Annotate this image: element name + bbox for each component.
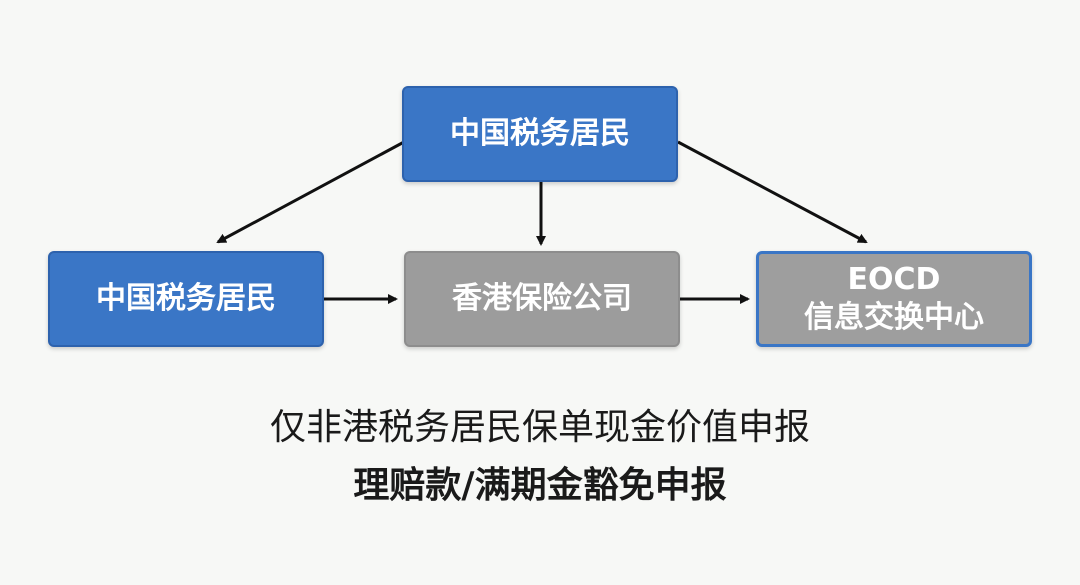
node-top-china-tax-resident: 中国税务居民 (402, 86, 678, 182)
node-right-line1: EOCD (847, 262, 941, 297)
caption-claims-exempt: 理赔款/满期金豁免申报 (353, 465, 727, 506)
node-left-label: 中国税务居民 (96, 281, 276, 316)
node-eocd-exchange-center: EOCD 信息交换中心 (756, 251, 1032, 347)
arrow-top-to-left (216, 140, 405, 244)
arrow-top-to-right (677, 140, 868, 244)
node-hk-insurance-company: 香港保险公司 (404, 251, 680, 347)
caption-cash-value-report: 仅非港税务居民保单现金价值申报 (269, 407, 810, 448)
node-right-line2: 信息交换中心 (804, 300, 984, 335)
node-middle-label: 香港保险公司 (452, 281, 632, 316)
node-left-china-tax-resident: 中国税务居民 (48, 251, 324, 347)
node-top-label: 中国税务居民 (450, 116, 630, 151)
